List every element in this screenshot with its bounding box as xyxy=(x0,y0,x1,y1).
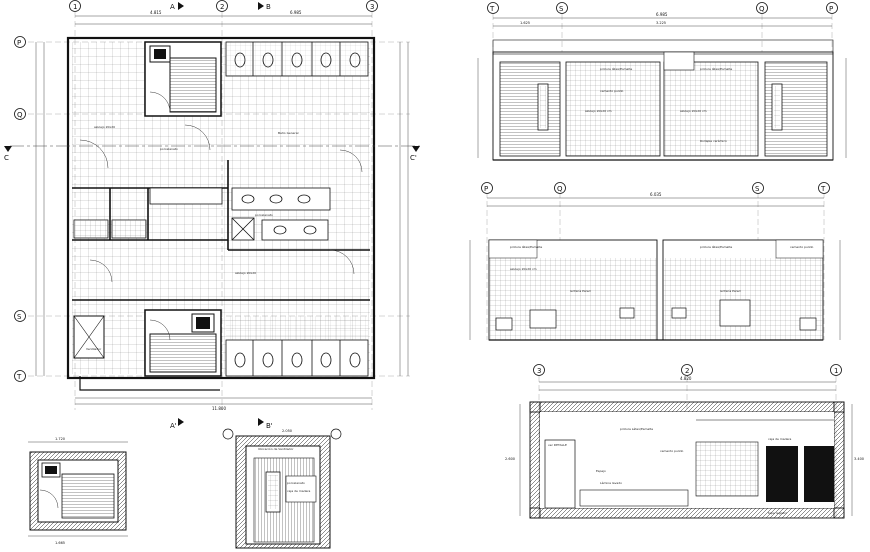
grid-row-q: Q xyxy=(17,111,23,119)
grid-row-t: T xyxy=(16,373,22,381)
elevation-2: 6.035 pintura látex/Esmalte azulejo 20x2… xyxy=(469,192,841,341)
e2-grid-s: S xyxy=(755,185,760,193)
sec-dim-total: 4.820 xyxy=(680,376,692,381)
sec-dim-h1: 2.600 xyxy=(505,457,515,461)
detail-section-ventilator: porcelanato caja de madera Ubicación de … xyxy=(222,428,342,549)
grid-col-2: 2 xyxy=(220,3,224,11)
plan-note-1: azulejo 20x20 xyxy=(94,125,115,129)
e1-note-1: pintura látex/Esmalte xyxy=(600,67,632,71)
sec-dim-h2: 3.400 xyxy=(854,457,864,461)
dim-bottom: 11.800 xyxy=(212,406,226,411)
cut-a-prime: A' xyxy=(170,422,177,430)
plan-grid-bubbles xyxy=(14,0,378,382)
e1-grid-s: S xyxy=(559,5,564,13)
sec-grid-2: 2 xyxy=(685,367,689,375)
e2-note-4: pintura látex/Esmalte xyxy=(700,245,732,249)
e2-note-3: Grifería Pared xyxy=(570,289,591,293)
det2-note-2: caja de madera xyxy=(287,489,311,493)
e1-grid-bubbles xyxy=(487,2,838,14)
grid-row-p: P xyxy=(17,39,21,47)
det1-dim: 1.720 xyxy=(55,437,65,441)
plan-note-4: porcelanato xyxy=(255,213,273,217)
e1-dim-b: 3.225 xyxy=(656,21,666,25)
sec-grid-1: 1 xyxy=(834,367,838,375)
e1-grid-t: T xyxy=(489,5,495,13)
e1-grid-q: Q xyxy=(759,5,765,13)
side-c: C xyxy=(4,154,9,162)
e2-dim-total: 6.035 xyxy=(650,192,662,197)
sec-grid-3: 3 xyxy=(537,367,541,375)
grid-row-s: S xyxy=(17,313,22,321)
section-markers xyxy=(4,2,420,426)
e1-note-3: azulejo 20x20 cm xyxy=(585,109,612,113)
sec-note-4: Espejo xyxy=(596,469,606,473)
section-grid-bubbles xyxy=(533,364,842,376)
e2-grid-t: T xyxy=(820,185,826,193)
plan-note-6: Ventilador xyxy=(86,347,102,351)
e2-note-6: Grifería Pared xyxy=(720,289,741,293)
sec-note-5: Lámina lavado xyxy=(600,481,622,485)
e2-grid-p: P xyxy=(484,185,488,193)
e2-grid-bubbles xyxy=(481,182,830,194)
e1-note-5: azulejo 20x20 cm xyxy=(680,109,707,113)
det2-dim: 2.050 xyxy=(282,429,292,433)
e2-note-2: azulejo 20x20 cm xyxy=(510,267,537,271)
elevation-1: 6.985 1.625 3.225 pintura látex/Esmalte … xyxy=(477,12,847,161)
dim-top-a: 4.815 xyxy=(150,10,162,15)
e2-grid-q: Q xyxy=(557,185,563,193)
sec-note-3: cemento pulido xyxy=(660,449,684,453)
dim-top-b: 6.985 xyxy=(290,10,302,15)
det2-note-1: porcelanato xyxy=(287,481,305,485)
e2-note-1: pintura látex/Esmalte xyxy=(510,245,542,249)
e1-dim-total: 6.985 xyxy=(656,12,668,17)
plan-note-5: azulejo 20x20 xyxy=(235,271,256,275)
building-section: 4.820 2.600 3.400 ver DETALLE pintura Lá… xyxy=(505,376,864,520)
plan-note-2: porcelanato xyxy=(160,147,178,151)
e1-note-6: Rodapie cerámico xyxy=(700,139,727,143)
grid-col-3: 3 xyxy=(370,3,374,11)
e1-dim-a: 1.625 xyxy=(520,21,530,25)
floor-plan: 4.815 6.985 11.800 xyxy=(10,10,420,411)
grid-col-1: 1 xyxy=(73,3,77,11)
sec-note-1: ver DETALLE xyxy=(548,443,567,447)
side-c-prime: C' xyxy=(410,154,417,162)
e1-grid-p: P xyxy=(829,5,833,13)
det1-dim-b: 1.665 xyxy=(55,541,65,545)
sec-note-7: tapa registro xyxy=(768,511,787,515)
e2-note-5: cemento pulido xyxy=(790,245,814,249)
sec-note-2: pintura Látex/Esmalte xyxy=(620,427,653,431)
cut-b-prime: B' xyxy=(266,422,273,430)
detail-plan-sauna: 1.720 1.665 xyxy=(28,437,128,545)
cut-a: A xyxy=(170,3,175,11)
e1-note-4: pintura látex/Esmalte xyxy=(700,67,732,71)
det2-title: Ubicación de Ventilador xyxy=(258,447,294,451)
sec-note-6: caja de madera xyxy=(768,437,792,441)
e1-note-2: cemento pulido xyxy=(600,89,624,93)
plan-note-3: Baño General xyxy=(278,131,299,135)
cut-b: B xyxy=(266,3,271,11)
